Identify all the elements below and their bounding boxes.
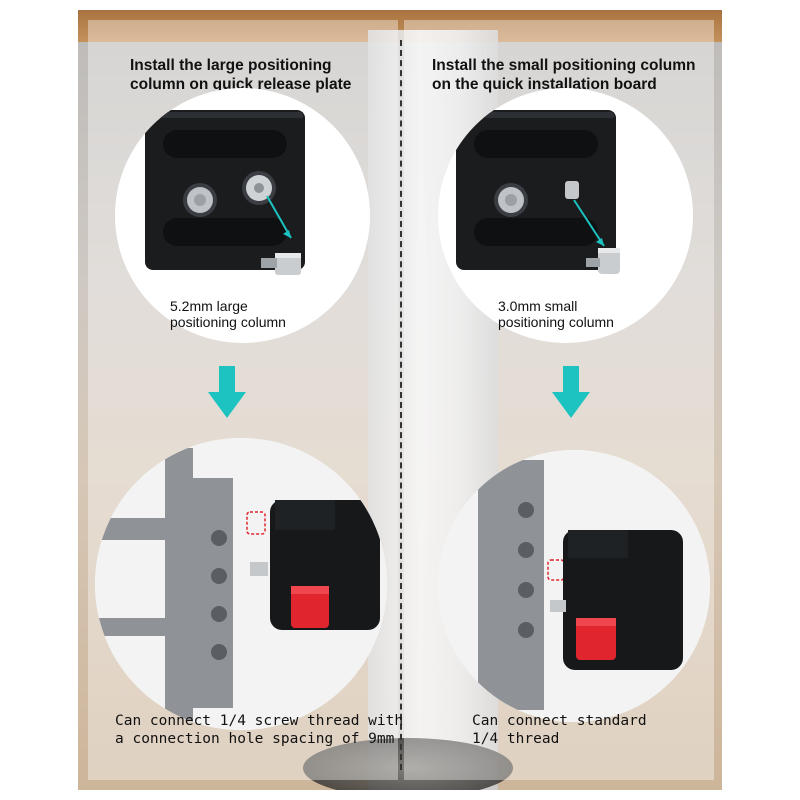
left-title-line-1: Install the large positioning xyxy=(130,57,332,74)
stand-base xyxy=(303,738,513,790)
left-bottom-line-2: a connection hole spacing of 9mm xyxy=(115,731,395,747)
left-down-arrow-icon xyxy=(208,366,246,418)
right-bottom-text: Can connect standard 1/4 thread xyxy=(472,712,647,748)
right-caption: 3.0mm small positioning column xyxy=(498,298,614,330)
left-caption-line-1: 5.2mm large xyxy=(170,298,248,314)
left-caption: 5.2mm large positioning column xyxy=(170,298,286,330)
left-title: Install the large positioning column on … xyxy=(130,56,351,94)
right-caption-line-1: 3.0mm small xyxy=(498,298,578,314)
right-bottom-line-1: Can connect standard xyxy=(472,713,647,729)
left-red-release-button xyxy=(291,586,329,628)
right-down-arrow-icon xyxy=(552,366,590,418)
right-cage-mount xyxy=(438,450,710,722)
right-title: Install the small positioning column on … xyxy=(432,56,696,94)
left-bottom-text: Can connect 1/4 screw thread with a conn… xyxy=(115,712,403,748)
right-cage-circle xyxy=(438,450,710,722)
left-caption-line-2: positioning column xyxy=(170,314,286,330)
right-quick-release-plate xyxy=(456,110,620,274)
right-red-release-button xyxy=(576,618,616,660)
left-title-line-2: column on quick release plate xyxy=(130,76,352,93)
right-title-line-1: Install the small positioning column xyxy=(432,57,696,74)
large-positioning-column xyxy=(261,253,301,275)
right-bottom-line-2: 1/4 thread xyxy=(472,731,560,747)
left-cage-mount xyxy=(95,438,387,730)
right-caption-line-2: positioning column xyxy=(498,314,614,330)
left-quick-release-plate xyxy=(145,110,305,275)
dashed-divider xyxy=(400,40,402,770)
left-bottom-line-1: Can connect 1/4 screw thread with xyxy=(115,713,404,729)
left-plate-circle xyxy=(115,88,370,343)
left-cage-circle xyxy=(95,438,387,730)
right-title-line-2: on the quick installation board xyxy=(432,76,657,93)
small-positioning-column xyxy=(586,248,620,274)
right-plate-circle xyxy=(438,88,693,343)
